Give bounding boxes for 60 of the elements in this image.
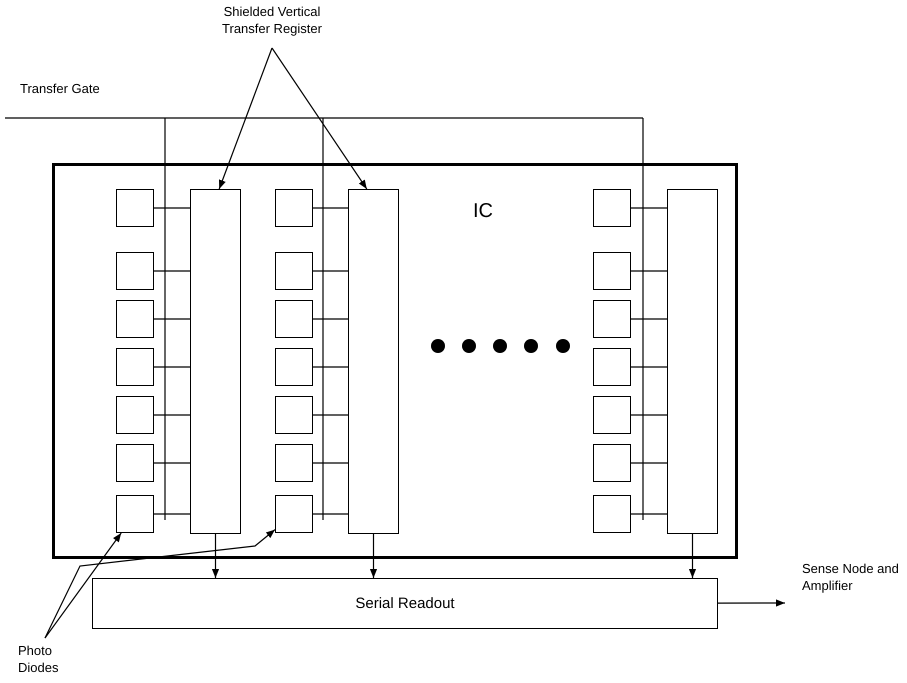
callout-label: Shielded Vertical Transfer Register [205, 3, 339, 37]
photodiode-box [116, 348, 154, 386]
photodiode-box [275, 444, 313, 482]
photodiode-box [593, 444, 631, 482]
connector-line [313, 462, 348, 464]
photodiode-box [593, 189, 631, 227]
connector-line [313, 318, 348, 320]
photodiode-box [116, 189, 154, 227]
connector-line [154, 462, 190, 464]
connector-line [631, 414, 667, 416]
photodiode-box [116, 495, 154, 533]
connector-line [154, 414, 190, 416]
photodiode-box [275, 189, 313, 227]
connector-line [631, 207, 667, 209]
connector-line [631, 462, 667, 464]
photodiode-box [593, 252, 631, 290]
connector-line [154, 270, 190, 272]
connector-line [154, 513, 190, 515]
photodiode-box [116, 252, 154, 290]
arrow [718, 599, 785, 607]
photodiode-box [275, 252, 313, 290]
arrow [212, 534, 220, 578]
photodiode-box [275, 300, 313, 338]
connector-line [154, 318, 190, 320]
photodiode-box [275, 495, 313, 533]
photodiode-box [593, 396, 631, 434]
register-box [667, 189, 718, 534]
callout-label: Photo Diodes [18, 642, 68, 676]
chip-outline [52, 163, 738, 559]
photodiode-box [593, 300, 631, 338]
photodiode-box [593, 348, 631, 386]
register-box [348, 189, 399, 534]
photodiode-box [116, 444, 154, 482]
photodiode-box [593, 495, 631, 533]
arrow [218, 48, 273, 190]
arrow [688, 534, 696, 578]
connector-line [631, 366, 667, 368]
arrow [370, 534, 378, 578]
photodiode-box [275, 396, 313, 434]
photodiode-box [275, 348, 313, 386]
connector-line [631, 318, 667, 320]
callout-label: Sense Node and Amplifier [802, 560, 902, 594]
arrow [44, 529, 276, 638]
signal-label: Transfer Gate [20, 80, 100, 97]
photodiode-box [116, 396, 154, 434]
photodiode-box [116, 300, 154, 338]
connector-line [313, 513, 348, 515]
arrow [44, 532, 122, 638]
connector-line [313, 414, 348, 416]
connector-line [313, 207, 348, 209]
connector-line [313, 366, 348, 368]
arrow [272, 48, 368, 190]
connector-line [154, 207, 190, 209]
register-box [190, 189, 241, 534]
connector-line [313, 270, 348, 272]
chip-label: IC [473, 200, 493, 223]
readout-box: Serial Readout [92, 578, 718, 629]
connector-line [154, 366, 190, 368]
connector-line [631, 270, 667, 272]
connector-line [631, 513, 667, 515]
